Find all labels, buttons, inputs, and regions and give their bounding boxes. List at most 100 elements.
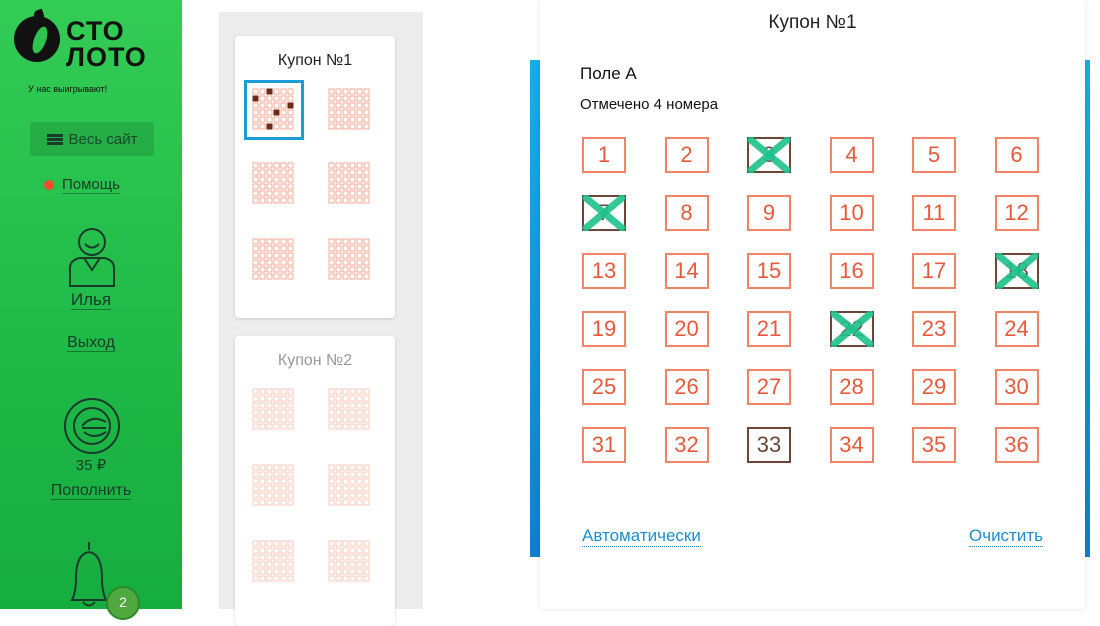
whole-site-button[interactable]: Весь сайт — [30, 122, 154, 156]
coupon-card-title: Купон №1 — [277, 52, 353, 69]
number-cell[interactable]: 3 — [747, 137, 791, 173]
auto-fill-link[interactable]: Автоматически — [582, 526, 701, 547]
marked-count: Отмечено 4 номера — [580, 96, 719, 113]
number-label: 34 — [839, 432, 864, 457]
number-label: 25 — [591, 374, 617, 399]
number-label: 11 — [922, 200, 946, 225]
number-cell[interactable]: 13 — [582, 253, 626, 289]
coupon-card-2[interactable]: Купон №2 — [235, 336, 395, 626]
field-d-thumbnail[interactable] — [328, 464, 372, 508]
number-cell[interactable]: 9 — [747, 195, 791, 231]
bell-icon[interactable] — [64, 540, 114, 609]
number-cell[interactable]: 30 — [994, 369, 1039, 405]
wallet-icon[interactable] — [62, 396, 122, 456]
help-link[interactable]: Помощь — [44, 176, 120, 194]
coupon-card-1[interactable]: Купон №1 — [235, 36, 395, 318]
number-cell[interactable]: 16 — [829, 253, 874, 289]
field-d-thumbnail[interactable] — [328, 162, 372, 206]
logo-word-1: СТО — [66, 16, 125, 46]
number-cell[interactable]: 26 — [664, 369, 709, 405]
number-cell[interactable]: 18 — [994, 253, 1039, 289]
number-label: 28 — [839, 374, 864, 399]
field-e-thumbnail[interactable] — [252, 238, 296, 282]
number-cell[interactable]: 22 — [829, 311, 874, 347]
user-name-link[interactable]: Илья — [0, 290, 182, 310]
number-cell[interactable]: 29 — [912, 369, 956, 405]
help-dot-icon — [44, 180, 54, 190]
number-cell[interactable]: 12 — [994, 195, 1039, 231]
number-cell[interactable]: 5 — [912, 137, 956, 173]
number-cell[interactable]: 27 — [747, 369, 791, 405]
number-cell[interactable]: 10 — [829, 195, 874, 231]
number-label: 19 — [591, 316, 617, 341]
clear-link[interactable]: Очистить — [968, 526, 1043, 547]
number-label: 32 — [674, 432, 699, 457]
user-avatar-icon[interactable] — [66, 224, 118, 288]
field-f-thumbnail[interactable] — [328, 540, 372, 584]
number-label: 35 — [921, 432, 947, 457]
number-label: 24 — [1004, 316, 1029, 341]
number-cell[interactable]: 17 — [912, 253, 956, 289]
number-cell[interactable]: 7 — [582, 195, 626, 231]
logout-label: Выход — [67, 334, 115, 352]
number-label: 10 — [839, 200, 864, 225]
field-e-thumbnail[interactable] — [252, 540, 296, 584]
number-cell[interactable]: 32 — [664, 427, 709, 463]
menu-icon — [46, 133, 63, 145]
number-label: 36 — [1004, 432, 1029, 457]
number-label: 29 — [921, 374, 947, 399]
number-label: 17 — [921, 258, 947, 283]
coupon-thumbnails-column: Купон №1 Купон №2 — [219, 12, 423, 626]
number-cell[interactable]: 24 — [994, 311, 1039, 347]
selected-field-frame — [244, 80, 304, 140]
number-label: 15 — [756, 258, 782, 283]
number-cell[interactable]: 11 — [912, 195, 956, 231]
field-c-thumbnail[interactable] — [252, 162, 296, 206]
number-cell[interactable]: 33 — [747, 427, 791, 463]
field-a-thumbnail[interactable] — [252, 388, 296, 432]
number-cell[interactable]: 34 — [829, 427, 874, 463]
number-label: 14 — [674, 258, 699, 283]
number-label: 13 — [591, 258, 617, 283]
number-label: 23 — [921, 316, 947, 341]
stoloto-logo[interactable]: СТО ЛОТО У нас выигрывают! — [14, 8, 174, 100]
number-cell[interactable]: 19 — [582, 311, 626, 347]
number-cell[interactable]: 25 — [582, 369, 626, 405]
number-cell[interactable]: 4 — [829, 137, 874, 173]
logout-link[interactable]: Выход — [0, 334, 182, 352]
field-a-thumbnail[interactable] — [252, 88, 296, 132]
number-label: 33 — [756, 432, 782, 457]
field-b-thumbnail[interactable] — [328, 88, 372, 132]
help-label: Помощь — [62, 176, 120, 194]
logo-tagline: У нас выигрывают! — [28, 84, 108, 94]
logo-icon — [14, 16, 60, 62]
field-c-thumbnail[interactable] — [252, 464, 296, 508]
field-b-thumbnail[interactable] — [328, 388, 372, 432]
cross-mark-icon — [747, 137, 791, 173]
number-cell[interactable]: 31 — [582, 427, 626, 463]
number-cell[interactable]: 35 — [912, 427, 956, 463]
number-label: 16 — [839, 258, 864, 283]
number-cell[interactable]: 20 — [664, 311, 709, 347]
cross-mark-icon — [582, 195, 626, 231]
number-cell[interactable]: 8 — [664, 195, 709, 231]
number-label: 31 — [591, 432, 617, 457]
number-cell[interactable]: 6 — [994, 137, 1039, 173]
number-label: 4 — [845, 142, 858, 167]
field-f-thumbnail[interactable] — [328, 238, 372, 282]
number-label: 27 — [756, 374, 782, 399]
number-cell[interactable]: 1 — [582, 137, 626, 173]
number-cell[interactable]: 15 — [747, 253, 791, 289]
number-cell[interactable]: 36 — [994, 427, 1039, 463]
number-label: 30 — [1004, 374, 1029, 399]
user-name-label: Илья — [70, 290, 112, 310]
number-cell[interactable]: 28 — [829, 369, 874, 405]
number-label: 6 — [1010, 142, 1023, 167]
number-cell[interactable]: 2 — [664, 137, 709, 173]
number-cell[interactable]: 23 — [912, 311, 956, 347]
number-label: 8 — [680, 200, 693, 225]
number-cell[interactable]: 14 — [664, 253, 709, 289]
topup-link[interactable]: Пополнить — [0, 482, 182, 500]
number-label: 5 — [927, 142, 941, 167]
number-cell[interactable]: 21 — [747, 311, 791, 347]
